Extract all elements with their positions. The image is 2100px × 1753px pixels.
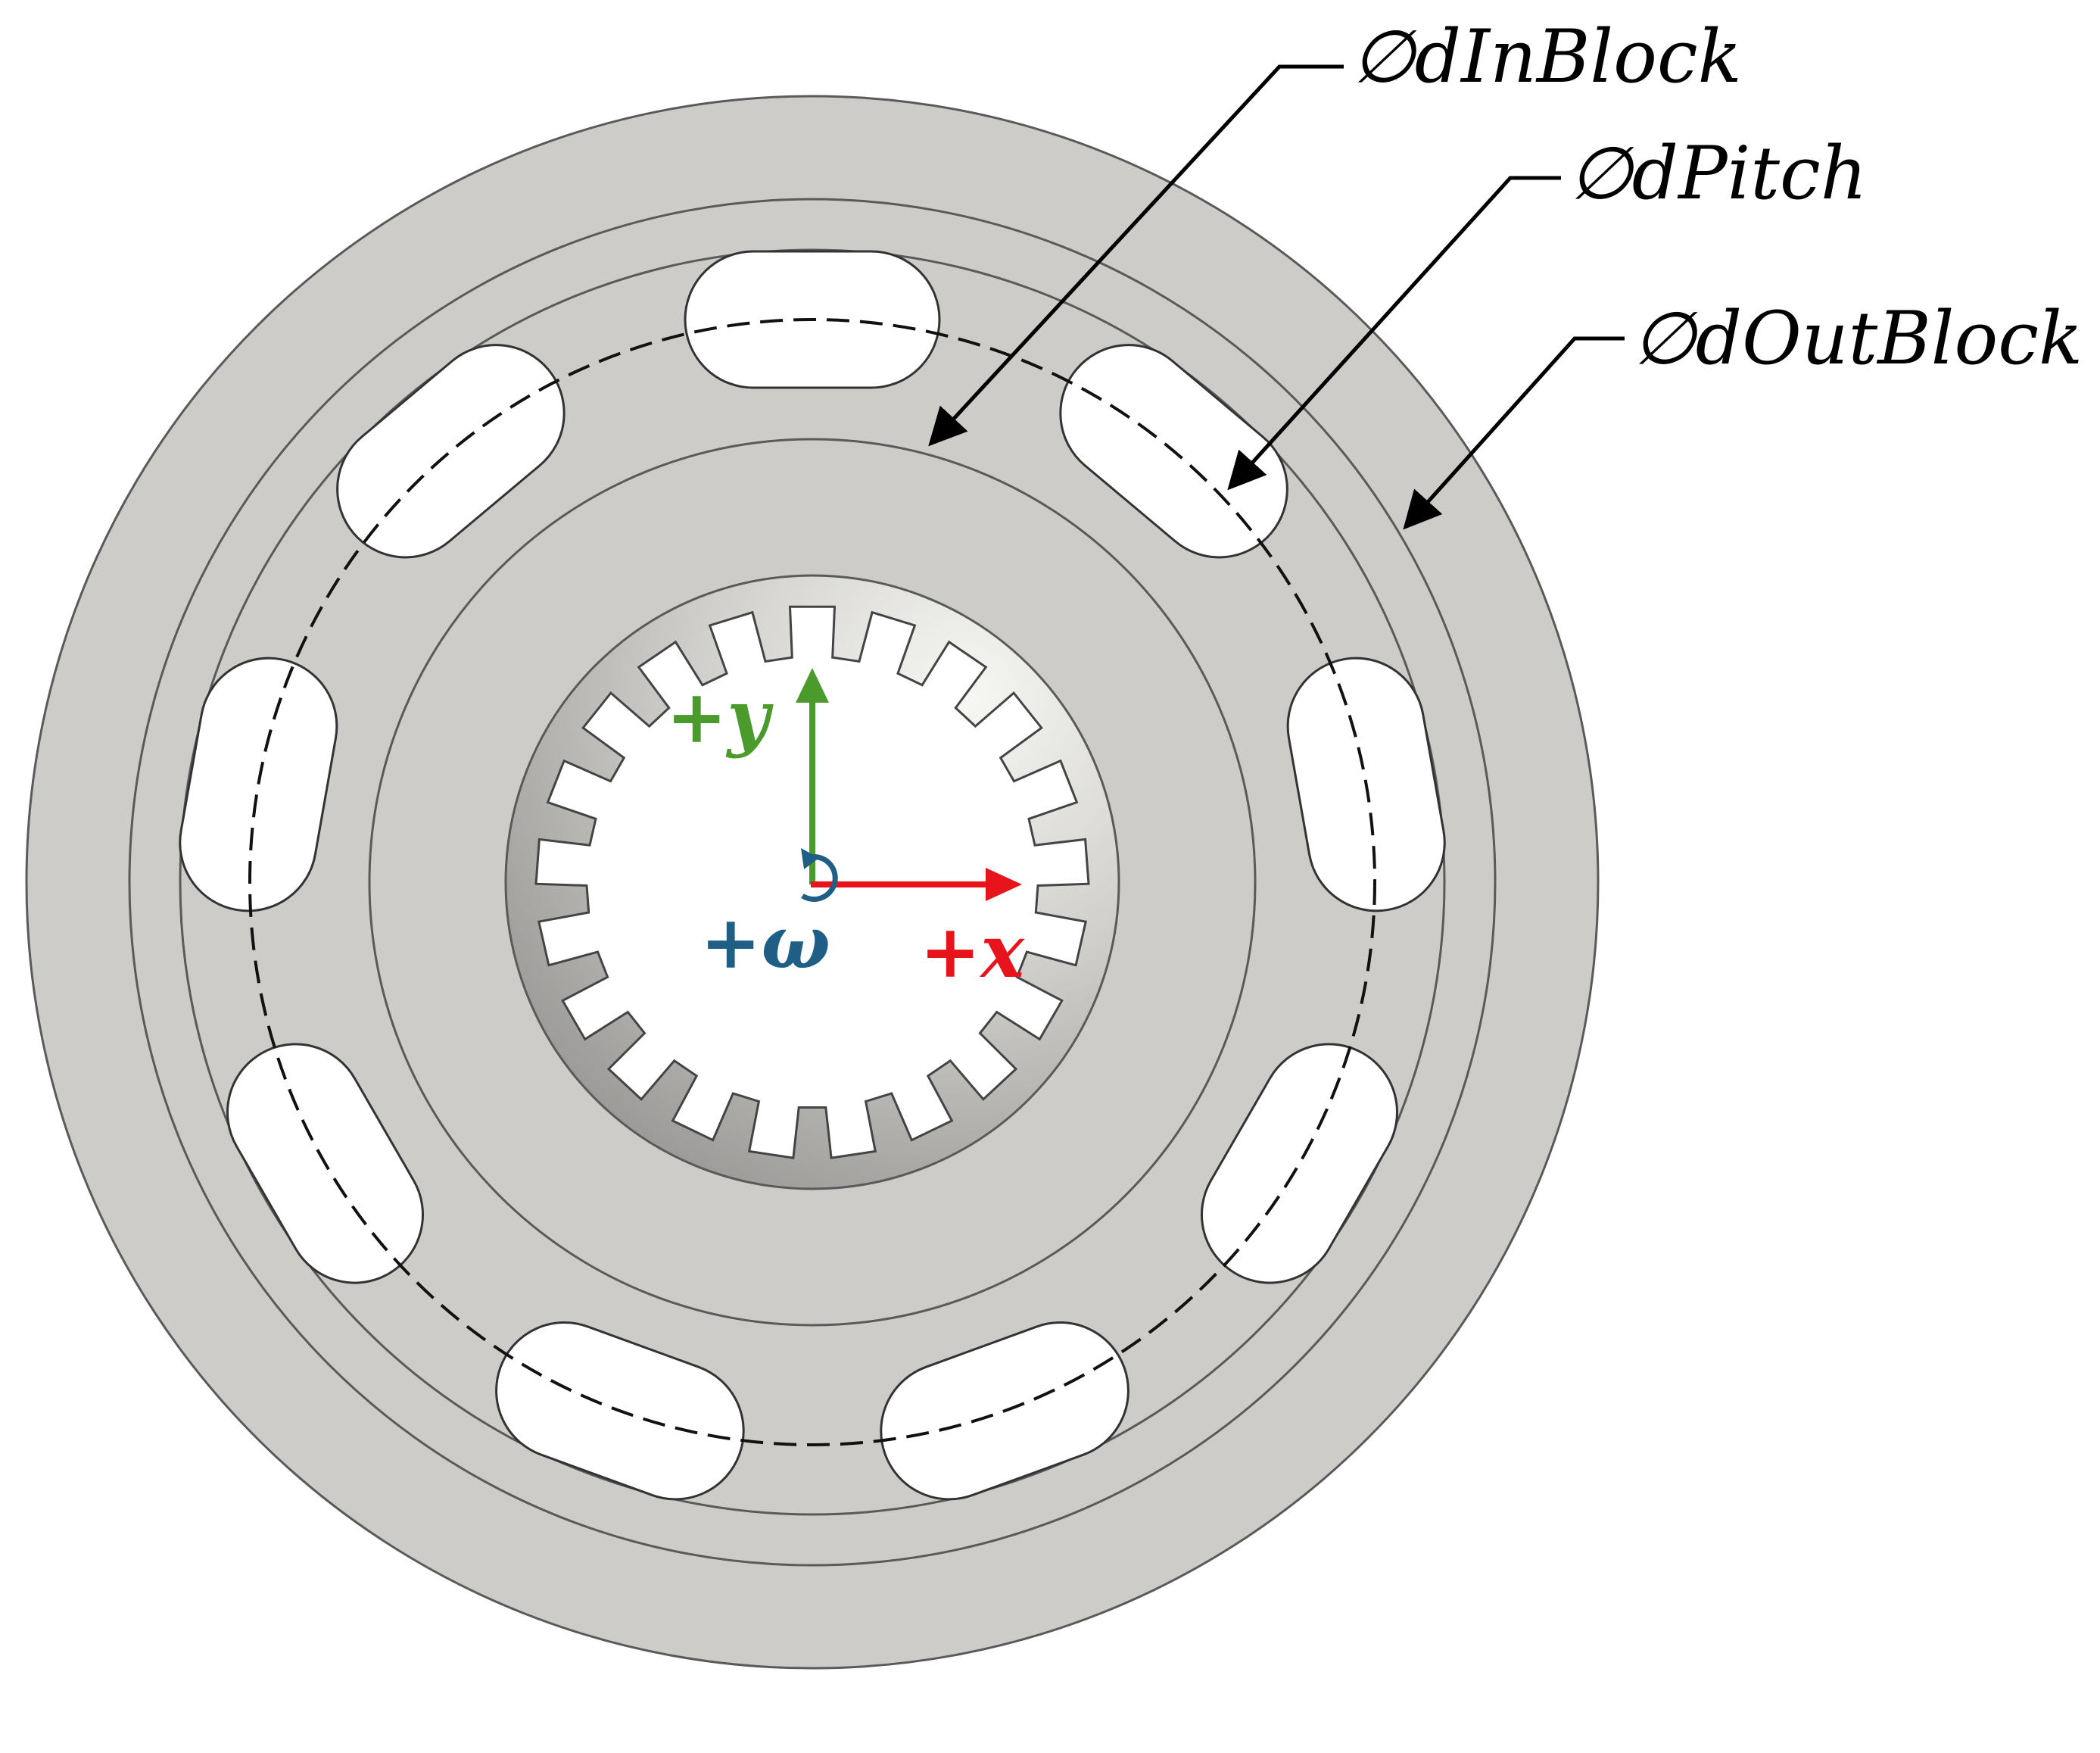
rotation-omega-icon <box>801 848 838 902</box>
outer-block-edge <box>128 198 1497 1567</box>
omega-label: +ω <box>700 900 830 985</box>
leader-doutblock <box>1403 336 1625 530</box>
leader-dinblock <box>928 64 1344 447</box>
x-axis-arrow <box>811 868 1022 901</box>
label-doutblock: ∅dOutBlock <box>1632 296 2083 381</box>
label-dinblock: ∅dInBlock <box>1351 14 1742 99</box>
inner-step-edge <box>179 248 1446 1516</box>
x-axis-label: +x <box>920 909 1025 994</box>
inner-block-edge <box>368 438 1257 1327</box>
y-axis-arrow <box>796 668 829 884</box>
kidney-port <box>179 657 338 912</box>
y-axis-label: +y <box>666 674 774 760</box>
pitch-circle <box>248 318 1376 1446</box>
leader-dpitch <box>1227 176 1561 491</box>
label-dpitch: ∅dPitch <box>1569 131 1868 216</box>
kidney-port <box>1201 1043 1398 1284</box>
